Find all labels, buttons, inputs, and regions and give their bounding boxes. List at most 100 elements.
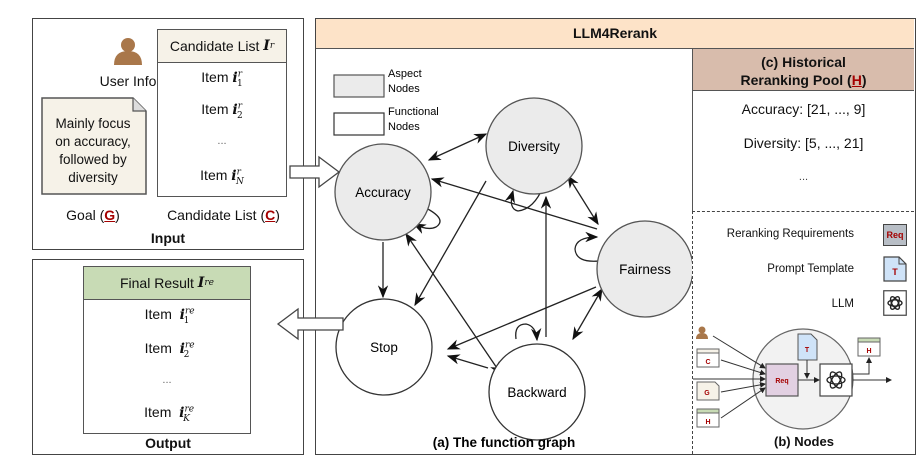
- goal-symbol: G: [104, 207, 116, 223]
- legend-aspect-label: Nodes: [388, 83, 420, 95]
- goal-note-line: followed by: [59, 152, 127, 167]
- pool-title-line1: (c) Historical: [761, 54, 846, 70]
- pool-title-close: ): [861, 72, 867, 88]
- list-item: Item ire2: [84, 340, 250, 374]
- list-item: Item irN: [158, 167, 286, 187]
- legend-functional-label: Nodes: [388, 121, 420, 133]
- history-output-mini-icon: H: [857, 337, 881, 357]
- list-item-ellipsis: ...: [162, 374, 172, 386]
- node-backward-label: Backward: [507, 385, 566, 400]
- goal-label-text: Goal (: [66, 207, 105, 223]
- legend-aspect-label: Aspect: [388, 68, 422, 80]
- item-sub: 1: [237, 78, 243, 89]
- item-var: i: [232, 70, 238, 86]
- goal-note-text: Mainly focus on accuracy, followed by di…: [43, 115, 143, 187]
- item-var: i: [179, 341, 185, 357]
- llm-block-logo: [826, 371, 846, 389]
- user-info-label: User Info: [99, 73, 157, 89]
- template-icon: T: [883, 256, 907, 282]
- candidate-mini-icon: C: [696, 348, 720, 368]
- item-var: i: [232, 102, 238, 118]
- node-internals-diagram: C G H Req: [693, 326, 892, 430]
- nodes-caption: (b) Nodes: [774, 434, 834, 449]
- node-diversity-label: Diversity: [508, 139, 560, 154]
- edge-diversity-fairness: [567, 174, 599, 226]
- edge-backward-accuracy: [405, 232, 502, 376]
- edge-fairness-stop: [446, 286, 597, 350]
- node-backward: [488, 343, 586, 441]
- item-label: Item: [144, 340, 172, 356]
- node-accuracy-label: Accuracy: [355, 185, 411, 200]
- list-item: Item ir1: [158, 69, 286, 101]
- item-sup: r: [236, 167, 241, 178]
- g-mini-label: G: [704, 390, 710, 397]
- item-sup: r: [237, 69, 243, 80]
- item-var: i: [179, 405, 185, 421]
- result-header-symbol: I: [197, 275, 205, 291]
- edge-backward-stop: [446, 354, 489, 369]
- req-icon: Req: [883, 224, 907, 246]
- h-mini-label: H: [866, 348, 871, 355]
- list-item: Item ireK: [84, 404, 250, 424]
- legend-prompt-template: Prompt Template: [767, 263, 854, 275]
- node-stop-label: Stop: [370, 340, 398, 355]
- input-title: Input: [150, 230, 186, 246]
- pool-entry: Diversity: [5, ..., 21]: [743, 135, 864, 151]
- candidate-list-label: Candidate List (C): [151, 207, 296, 223]
- goal-note-line: Mainly focus: [55, 116, 131, 131]
- llm-block: [819, 363, 853, 397]
- item-label: Item: [144, 404, 172, 420]
- template-block-label: T: [805, 347, 810, 354]
- candidate-header-sup: r: [269, 41, 275, 51]
- item-sub: 2: [183, 349, 190, 360]
- legend-llm: LLM: [831, 298, 854, 310]
- candidate-symbol: C: [265, 207, 276, 223]
- template-block: [797, 333, 818, 361]
- edge-accuracy-diversity: [427, 133, 488, 161]
- goal-mini-icon: G: [696, 381, 720, 401]
- llm4rerank-panel: LLM4Rerank (c) Historical Reranking Pool…: [315, 18, 916, 455]
- user-icon: [114, 38, 142, 65]
- h-mini-label: H: [705, 419, 710, 426]
- item-sup: re: [184, 340, 195, 351]
- pool-entry-ellipsis: ...: [798, 171, 809, 183]
- legend-functional-label: Functional: [388, 106, 439, 118]
- goal-note: [41, 97, 147, 195]
- list-item-ellipsis: ...: [217, 135, 227, 147]
- template-icon-label: T: [892, 267, 898, 277]
- candidate-header-symbol: I: [263, 38, 270, 54]
- list-item: Item ire1: [84, 306, 250, 340]
- result-header-text: Final Result: [119, 275, 194, 291]
- req-block-label: Req: [775, 378, 788, 385]
- item-sub: K: [183, 413, 190, 424]
- self-loop-accuracy: [412, 206, 441, 234]
- item-sub: 2: [237, 110, 243, 121]
- graph-edges: [377, 133, 603, 376]
- history-mini-icon: H: [696, 408, 720, 428]
- item-sup: re: [184, 306, 195, 317]
- candidate-header-text: Candidate List: [169, 38, 260, 54]
- pool-header: (c) Historical Reranking Pool (H): [693, 49, 914, 91]
- item-label: Item: [144, 306, 172, 322]
- node-fairness-label: Fairness: [619, 262, 671, 277]
- nodes-panel: Reranking Requirements Req Prompt Templa…: [692, 211, 914, 454]
- edge-fairness-backward: [572, 287, 603, 341]
- self-loop-fairness: [574, 231, 600, 262]
- self-loop-backward: [515, 323, 542, 342]
- node-accuracy: [334, 143, 432, 241]
- candidate-label-text: Candidate List (: [167, 207, 266, 223]
- function-graph: Aspect Nodes Functional Nodes Accuracy D…: [333, 68, 692, 450]
- historical-pool: (c) Historical Reranking Pool (H) Accura…: [692, 49, 914, 211]
- pool-title-symbol: H: [851, 72, 862, 88]
- pool-entry: Accuracy: [21, ..., 9]: [741, 101, 866, 117]
- item-label: Item: [200, 167, 228, 183]
- item-var: i: [179, 307, 185, 323]
- legend-functional-swatch: [333, 112, 385, 136]
- candidate-label-close: ): [275, 207, 280, 223]
- node-diversity: [485, 97, 583, 195]
- item-var: i: [231, 168, 237, 184]
- result-header-sup: re: [204, 278, 214, 288]
